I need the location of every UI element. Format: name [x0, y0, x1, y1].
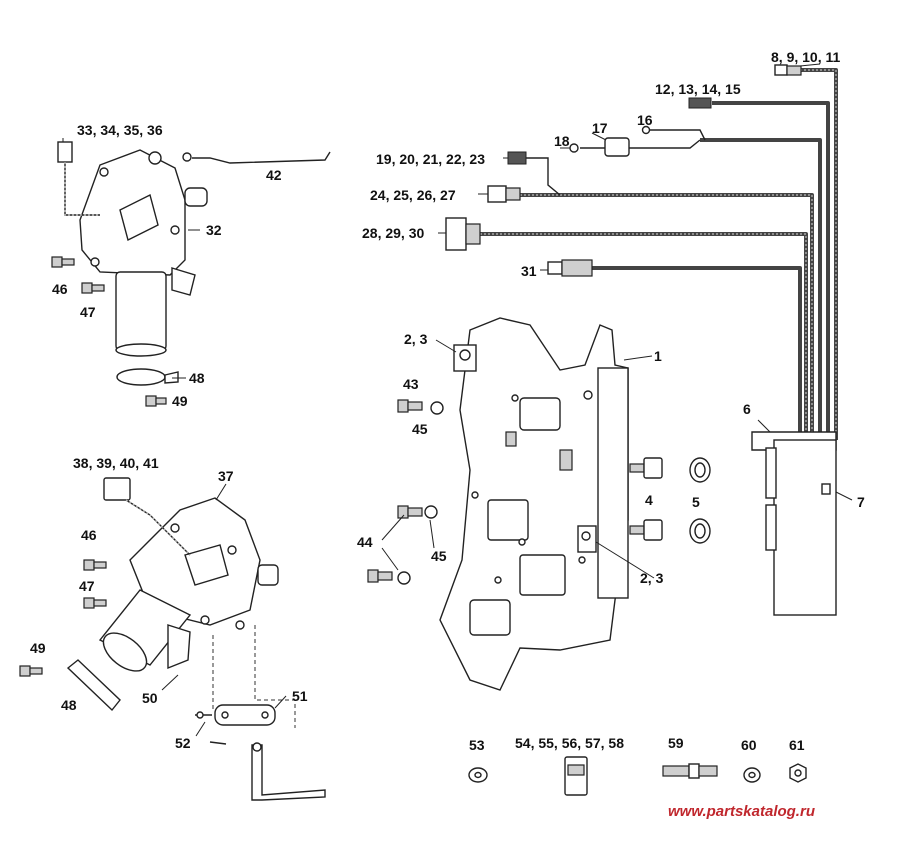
part-label-24-27: 24, 25, 26, 27: [370, 187, 456, 203]
part-label-28-30: 28, 29, 30: [362, 225, 425, 241]
leader-lines: [62, 63, 853, 737]
part-label-12-15: 12, 13, 14, 15: [655, 81, 741, 97]
control-module-6: [751, 431, 837, 616]
part-label-47-top: 47: [80, 304, 96, 320]
part-label-33-36: 33, 34, 35, 36: [77, 122, 163, 138]
part-label-45-bottom: 45: [431, 548, 447, 564]
wiring-harness-7: [445, 64, 838, 440]
part-label-38-41: 38, 39, 40, 41: [73, 455, 159, 471]
part-label-6: 6: [743, 401, 751, 417]
part-label-46-bottom: 46: [81, 527, 97, 543]
part-label-16: 16: [637, 112, 653, 128]
part-label-19-23: 19, 20, 21, 22, 23: [376, 151, 485, 167]
watermark: www.partskatalog.ru: [668, 803, 815, 820]
part-label-32: 32: [206, 222, 222, 238]
part-label-45-top: 45: [412, 421, 428, 437]
part-label-43: 43: [403, 376, 419, 392]
part-label-17: 17: [592, 120, 608, 136]
motor-assembly-37: [19, 477, 326, 801]
part-label-5: 5: [692, 494, 700, 510]
part-label-50: 50: [142, 690, 158, 706]
part-label-4: 4: [645, 492, 653, 508]
part-label-52: 52: [175, 735, 191, 751]
part-label-53: 53: [469, 737, 485, 753]
part-label-31: 31: [521, 263, 537, 279]
part-label-2-3-top: 2, 3: [404, 331, 428, 347]
part-label-51: 51: [292, 688, 308, 704]
part-label-18: 18: [554, 133, 570, 149]
part-label-2-3-bottom: 2, 3: [640, 570, 664, 586]
part-label-1: 1: [654, 348, 662, 364]
part-label-48-top: 48: [189, 370, 205, 386]
part-label-42: 42: [266, 167, 282, 183]
part-label-54-58: 54, 55, 56, 57, 58: [515, 735, 624, 751]
part-label-8-11: 8, 9, 10, 11: [771, 49, 841, 65]
part-label-48-bottom: 48: [61, 697, 77, 713]
part-label-61: 61: [789, 737, 805, 753]
part-label-59: 59: [668, 735, 684, 751]
part-label-44: 44: [357, 534, 373, 550]
mounting-plate-1: [439, 317, 629, 691]
part-label-46-top: 46: [52, 281, 68, 297]
grommets-4-5: [629, 457, 711, 544]
part-label-60: 60: [741, 737, 757, 753]
part-label-49-top: 49: [172, 393, 188, 409]
part-label-47-bottom: 47: [79, 578, 95, 594]
part-label-37: 37: [218, 468, 234, 484]
loose-parts-53-61: [468, 756, 807, 796]
part-label-49-bottom: 49: [30, 640, 46, 656]
screws-43-44: [367, 399, 444, 585]
part-label-7: 7: [857, 494, 865, 510]
motor-assembly-32: [51, 141, 331, 407]
